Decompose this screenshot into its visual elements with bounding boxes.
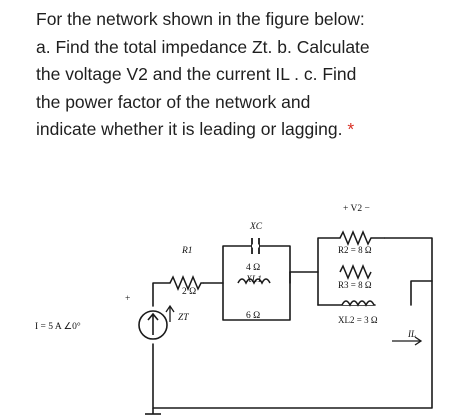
xc-value: 4 Ω xyxy=(246,263,260,273)
current-source-icon xyxy=(138,310,168,340)
xc-name: XC xyxy=(249,222,263,232)
r1-value: 2 Ω xyxy=(182,287,196,297)
il-arrow-icon xyxy=(392,336,423,346)
question-text: For the network shown in the figure belo… xyxy=(36,6,466,144)
r1-name: R1 xyxy=(181,246,193,256)
wire-node-to-right-branch xyxy=(289,237,341,273)
required-marker: * xyxy=(347,119,355,139)
xl1-value: 6 Ω xyxy=(246,311,260,321)
question-line-1: For the network shown in the figure belo… xyxy=(36,9,365,29)
r3-label: R3 = 8 Ω xyxy=(338,280,372,290)
wire-left-top xyxy=(152,282,171,307)
xl1-name: XL1 xyxy=(245,275,262,285)
question-line-5-text: indicate whether it is leading or laggin… xyxy=(36,119,343,139)
r2-label: R2 = 8 Ω xyxy=(338,245,372,255)
question-line-2: a. Find the total impedance Zt. b. Calcu… xyxy=(36,36,370,57)
source-plus: + xyxy=(125,294,130,304)
r3-resistor-icon xyxy=(339,264,372,280)
il-label: IL xyxy=(407,329,416,339)
zt-label: ZT xyxy=(178,313,189,323)
xl2-inductor-icon xyxy=(341,300,375,307)
r1-resistor-icon xyxy=(169,275,204,291)
wire-right-vertical xyxy=(152,237,433,409)
r2-resistor-icon xyxy=(339,230,385,246)
capacitor-icon xyxy=(251,238,260,254)
question-line-5: indicate whether it is leading or laggin… xyxy=(36,116,466,144)
v2-label: + V2 − xyxy=(343,204,370,214)
source-label: I = 5 A ∠0° xyxy=(35,321,81,332)
question-line-4: the power factor of the network and xyxy=(36,91,311,112)
ground-icon xyxy=(145,408,161,415)
wire-right-mid xyxy=(410,280,433,306)
xl2-label: XL2 = 3 Ω xyxy=(338,315,378,325)
question-line-3: the voltage V2 and the current IL . c. F… xyxy=(36,64,357,84)
xl1-inductor-icon xyxy=(237,278,271,285)
zt-arrow-icon xyxy=(165,304,175,322)
